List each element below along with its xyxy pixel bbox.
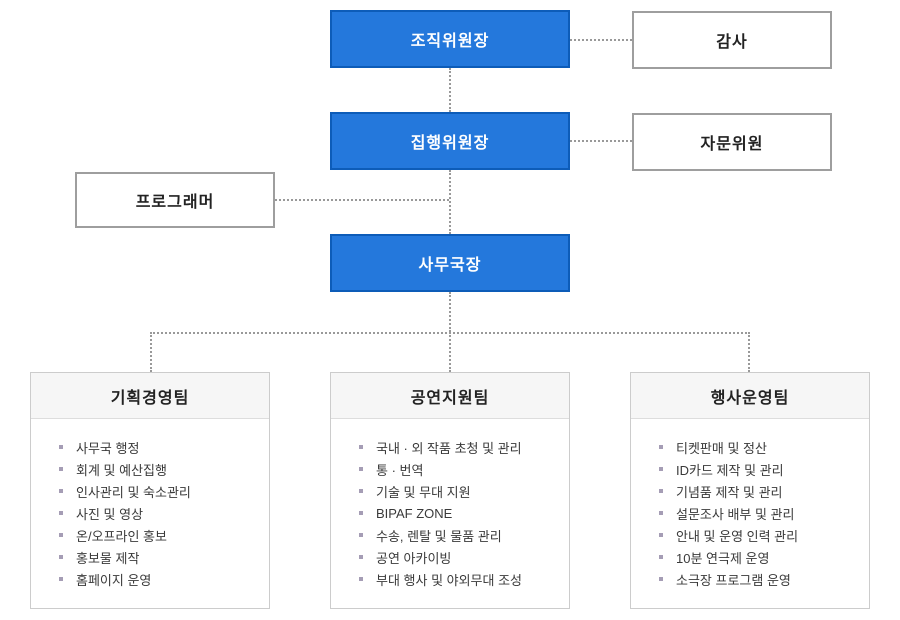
team-panel-event-operations: 행사운영팀 티켓판매 및 정산 ID카드 제작 및 관리 기념품 제작 및 관리… bbox=[630, 372, 870, 609]
bullet-square-icon bbox=[359, 467, 363, 471]
list-item-label: 사무국 행정 bbox=[76, 440, 140, 456]
list-item-label: 회계 및 예산집행 bbox=[76, 462, 167, 478]
list-item: 소극장 프로그램 운영 bbox=[659, 568, 861, 590]
node-chairman: 조직위원장 bbox=[330, 10, 570, 68]
node-executive-chairman: 집행위원장 bbox=[330, 112, 570, 170]
connector-secretary-to-bus bbox=[449, 292, 451, 332]
connector-drop-planning-team bbox=[150, 332, 152, 372]
bullet-square-icon bbox=[359, 555, 363, 559]
bullet-square-icon bbox=[359, 489, 363, 493]
list-item: 기념품 제작 및 관리 bbox=[659, 480, 861, 502]
list-item: BIPAF ZONE bbox=[359, 502, 561, 524]
bullet-square-icon bbox=[59, 511, 63, 515]
connector-executive-to-secretary bbox=[449, 170, 451, 234]
bullet-square-icon bbox=[659, 533, 663, 537]
bullet-square-icon bbox=[59, 467, 63, 471]
list-item: 홍보물 제작 bbox=[59, 546, 261, 568]
team-performance-support-list: 국내 · 외 작품 초청 및 관리 통 · 번역 기술 및 무대 지원 BIPA… bbox=[331, 419, 569, 590]
connector-programmer-to-trunk bbox=[275, 199, 449, 201]
node-programmer: 프로그래머 bbox=[75, 172, 275, 228]
bullet-square-icon bbox=[659, 467, 663, 471]
node-executive-chairman-label: 집행위원장 bbox=[410, 135, 490, 152]
list-item: 통 · 번역 bbox=[359, 458, 561, 480]
team-event-operations-list: 티켓판매 및 정산 ID카드 제작 및 관리 기념품 제작 및 관리 설문조사 … bbox=[631, 419, 869, 590]
list-item: 설문조사 배부 및 관리 bbox=[659, 502, 861, 524]
list-item: 부대 행사 및 야외무대 조성 bbox=[359, 568, 561, 590]
list-item-label: 안내 및 운영 인력 관리 bbox=[676, 528, 799, 544]
list-item-label: ID카드 제작 및 관리 bbox=[676, 462, 784, 478]
bullet-square-icon bbox=[59, 555, 63, 559]
list-item-label: 소극장 프로그램 운영 bbox=[676, 572, 791, 588]
node-auditor: 감사 bbox=[632, 11, 832, 69]
bullet-square-icon bbox=[359, 533, 363, 537]
connector-executive-to-advisory bbox=[570, 140, 632, 142]
list-item: 사진 및 영상 bbox=[59, 502, 261, 524]
list-item-label: 티켓판매 및 정산 bbox=[676, 440, 767, 456]
connector-drop-event-team bbox=[748, 332, 750, 372]
node-programmer-label: 프로그래머 bbox=[135, 194, 215, 211]
list-item-label: 기념품 제작 및 관리 bbox=[676, 484, 783, 500]
list-item: ID카드 제작 및 관리 bbox=[659, 458, 861, 480]
team-event-operations-title: 행사운영팀 bbox=[631, 373, 869, 419]
node-secretary-general: 사무국장 bbox=[330, 234, 570, 292]
connector-chairman-to-executive bbox=[449, 68, 451, 112]
bullet-square-icon bbox=[359, 511, 363, 515]
node-auditor-label: 감사 bbox=[716, 34, 748, 51]
node-secretary-general-label: 사무국장 bbox=[418, 257, 482, 274]
node-chairman-label: 조직위원장 bbox=[410, 33, 490, 50]
list-item: 10분 연극제 운영 bbox=[659, 546, 861, 568]
bullet-square-icon bbox=[59, 445, 63, 449]
bullet-square-icon bbox=[359, 577, 363, 581]
list-item-label: 인사관리 및 숙소관리 bbox=[76, 484, 191, 500]
list-item-label: 공연 아카이빙 bbox=[376, 550, 452, 566]
list-item: 온/오프라인 홍보 bbox=[59, 524, 261, 546]
bullet-square-icon bbox=[659, 489, 663, 493]
list-item: 사무국 행정 bbox=[59, 436, 261, 458]
list-item-label: 10분 연극제 운영 bbox=[676, 550, 770, 566]
bullet-square-icon bbox=[59, 489, 63, 493]
node-advisory-committee-label: 자문위원 bbox=[700, 136, 764, 153]
bullet-square-icon bbox=[659, 445, 663, 449]
list-item-label: 설문조사 배부 및 관리 bbox=[676, 506, 795, 522]
list-item: 티켓판매 및 정산 bbox=[659, 436, 861, 458]
bullet-square-icon bbox=[59, 577, 63, 581]
team-planning-management-title: 기획경영팀 bbox=[31, 373, 269, 419]
list-item: 안내 및 운영 인력 관리 bbox=[659, 524, 861, 546]
bullet-square-icon bbox=[659, 577, 663, 581]
list-item: 인사관리 및 숙소관리 bbox=[59, 480, 261, 502]
list-item-label: 홈페이지 운영 bbox=[76, 572, 152, 588]
list-item: 국내 · 외 작품 초청 및 관리 bbox=[359, 436, 561, 458]
list-item-label: BIPAF ZONE bbox=[376, 505, 453, 521]
list-item: 수송, 렌탈 및 물품 관리 bbox=[359, 524, 561, 546]
team-panel-planning-management: 기획경영팀 사무국 행정 회계 및 예산집행 인사관리 및 숙소관리 사진 및 … bbox=[30, 372, 270, 609]
bullet-square-icon bbox=[659, 511, 663, 515]
connector-drop-performance-team bbox=[449, 332, 451, 372]
list-item-label: 부대 행사 및 야외무대 조성 bbox=[376, 572, 523, 588]
list-item: 홈페이지 운영 bbox=[59, 568, 261, 590]
team-planning-management-list: 사무국 행정 회계 및 예산집행 인사관리 및 숙소관리 사진 및 영상 온/오… bbox=[31, 419, 269, 590]
list-item: 회계 및 예산집행 bbox=[59, 458, 261, 480]
list-item-label: 국내 · 외 작품 초청 및 관리 bbox=[376, 440, 522, 456]
list-item-label: 홍보물 제작 bbox=[76, 550, 140, 566]
bullet-square-icon bbox=[659, 555, 663, 559]
list-item-label: 기술 및 무대 지원 bbox=[376, 484, 471, 500]
list-item: 기술 및 무대 지원 bbox=[359, 480, 561, 502]
list-item-label: 통 · 번역 bbox=[376, 462, 424, 478]
list-item-label: 사진 및 영상 bbox=[76, 506, 144, 522]
bullet-square-icon bbox=[59, 533, 63, 537]
team-panel-performance-support: 공연지원팀 국내 · 외 작품 초청 및 관리 통 · 번역 기술 및 무대 지… bbox=[330, 372, 570, 609]
team-performance-support-title: 공연지원팀 bbox=[331, 373, 569, 419]
bullet-square-icon bbox=[359, 445, 363, 449]
list-item-label: 수송, 렌탈 및 물품 관리 bbox=[376, 528, 502, 544]
node-advisory-committee: 자문위원 bbox=[632, 113, 832, 171]
connector-chairman-to-auditor bbox=[570, 39, 632, 41]
list-item-label: 온/오프라인 홍보 bbox=[76, 528, 167, 544]
list-item: 공연 아카이빙 bbox=[359, 546, 561, 568]
